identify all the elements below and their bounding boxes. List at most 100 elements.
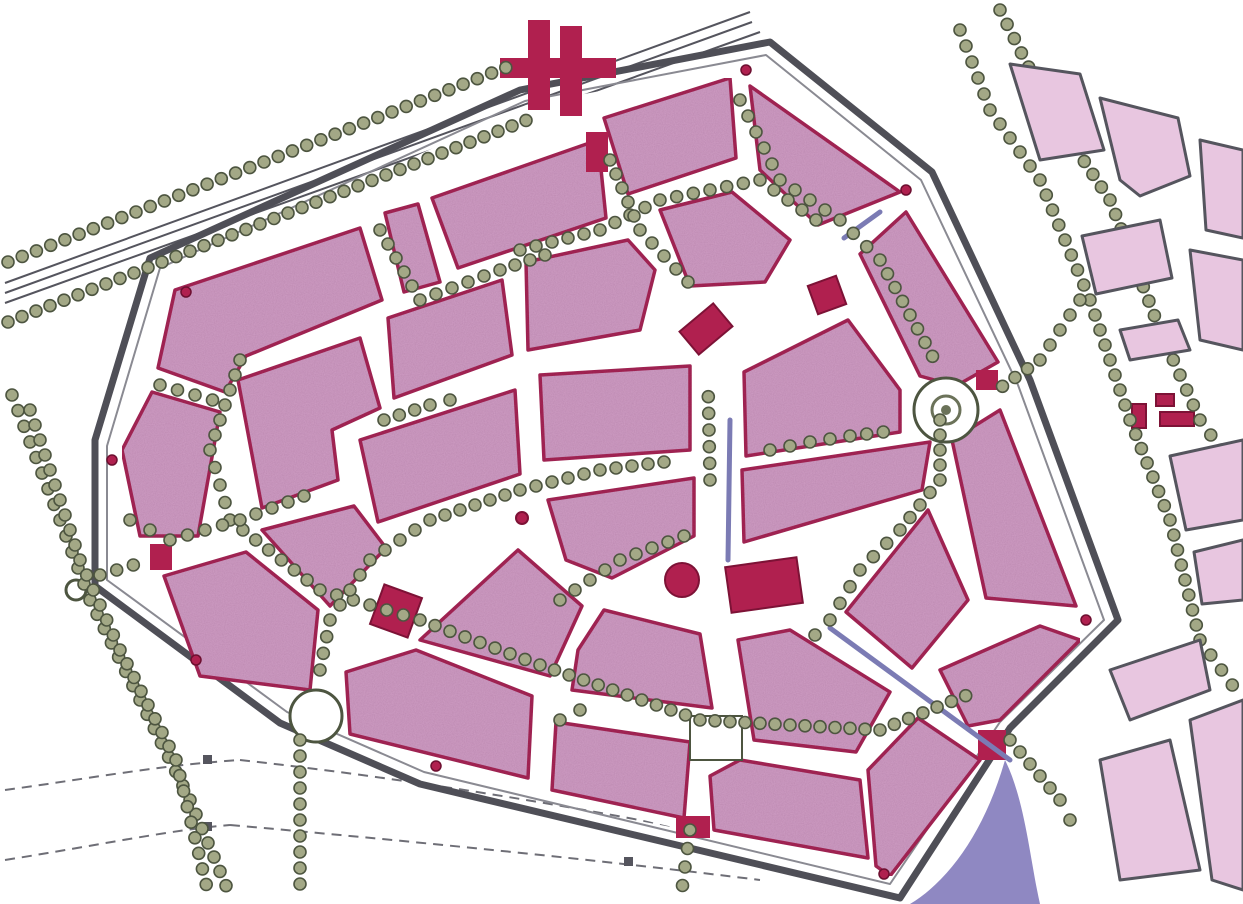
tree-icon [605,683,620,697]
tree-icon [86,583,101,597]
tree-icon [823,613,837,627]
tree-icon [141,260,155,275]
tree-icon [38,448,52,462]
tree-icon [113,271,127,286]
tree-icon [208,460,222,475]
tree-icon [823,432,837,446]
tree-icon [1088,308,1102,322]
tree-icon [293,861,307,875]
tree-icon [442,83,456,97]
tree-icon [43,463,57,477]
tree-icon [1098,338,1112,352]
city-gates [150,20,1006,838]
building [1155,393,1175,407]
tree-icon [959,39,973,53]
tree-icon [577,227,591,241]
tree-icon [680,841,695,856]
tree-icon [148,711,162,726]
tree-icon [293,765,307,779]
tree-icon [225,228,239,242]
town-wall-inner [106,54,1105,885]
tree-icon [763,443,777,457]
tree-icon [195,821,209,836]
tree-icon [468,498,482,512]
tree-icon [923,485,937,500]
tree-icon [129,205,143,219]
tree-icon [23,403,37,417]
tree-icon [933,473,947,487]
tree-icon [79,568,94,582]
tree-icon [85,282,99,297]
tree-icon [634,693,649,707]
tree-icon [645,236,659,250]
tree-icon [328,127,342,141]
tree-icon [389,251,403,265]
roundabout-icon [912,376,980,444]
tree-icon [213,478,227,492]
tree-icon [702,439,717,454]
tree-icon [1043,781,1057,795]
tree-icon [323,189,337,204]
tree-icon [1178,573,1192,587]
tree-icon [267,211,281,226]
tree-icon [683,823,697,837]
tree-icon [408,523,422,537]
tree-icon [337,184,351,199]
tree-icon [641,457,655,471]
tree-icon [1151,484,1166,499]
tree-icon [293,781,307,795]
tree-icon [583,573,597,587]
block [742,318,902,458]
tree-icon [197,238,211,253]
tree-icon [163,533,177,547]
tree-icon [393,162,407,177]
tree-icon [233,353,247,367]
tree-icon [1163,513,1177,527]
tree-icon [379,603,394,617]
tree-icon [1170,543,1185,557]
tree-icon [1103,193,1117,207]
tree-icon [153,378,167,392]
tree-icon [708,713,722,728]
tree-icon [143,199,157,214]
tree-icon [458,630,472,644]
city-blocks [120,76,1082,878]
tree-icon [218,495,232,510]
tree-icon [43,298,57,313]
tree-icon [993,3,1007,17]
tree-icon [370,110,385,125]
tree-icon [577,467,591,481]
tree-icon [593,463,607,477]
tree-icon [933,413,947,427]
tree-icon [866,549,881,564]
tree-icon [385,105,399,119]
tree-icon [1157,498,1172,513]
tree-icon [1094,180,1109,194]
tree-icon [93,598,107,612]
tree-icon [1070,263,1085,277]
tree-icon [173,768,187,783]
tree-icon [965,55,979,69]
tree-icon [993,117,1007,131]
tree-icon [169,753,183,767]
tree-icon [397,265,411,279]
tree-icon [319,629,334,644]
tree-icon [971,71,985,85]
tree-icon [155,725,169,740]
tree-icon [645,541,659,555]
tree-icon [859,239,874,254]
tree-icon [423,398,437,412]
tree-icon [983,103,997,117]
tree-icon [513,483,527,497]
tree-icon [818,203,832,217]
tree-icon [503,646,517,661]
tree-icon [293,845,307,859]
tree-icon [407,157,421,171]
tree-icon [788,183,802,197]
tree-icon [1023,757,1037,771]
tree-icon [738,715,752,730]
tree-icon [809,213,823,227]
tree-icon [930,700,944,714]
tree-icon [1,255,15,269]
tree-icon [633,223,647,237]
